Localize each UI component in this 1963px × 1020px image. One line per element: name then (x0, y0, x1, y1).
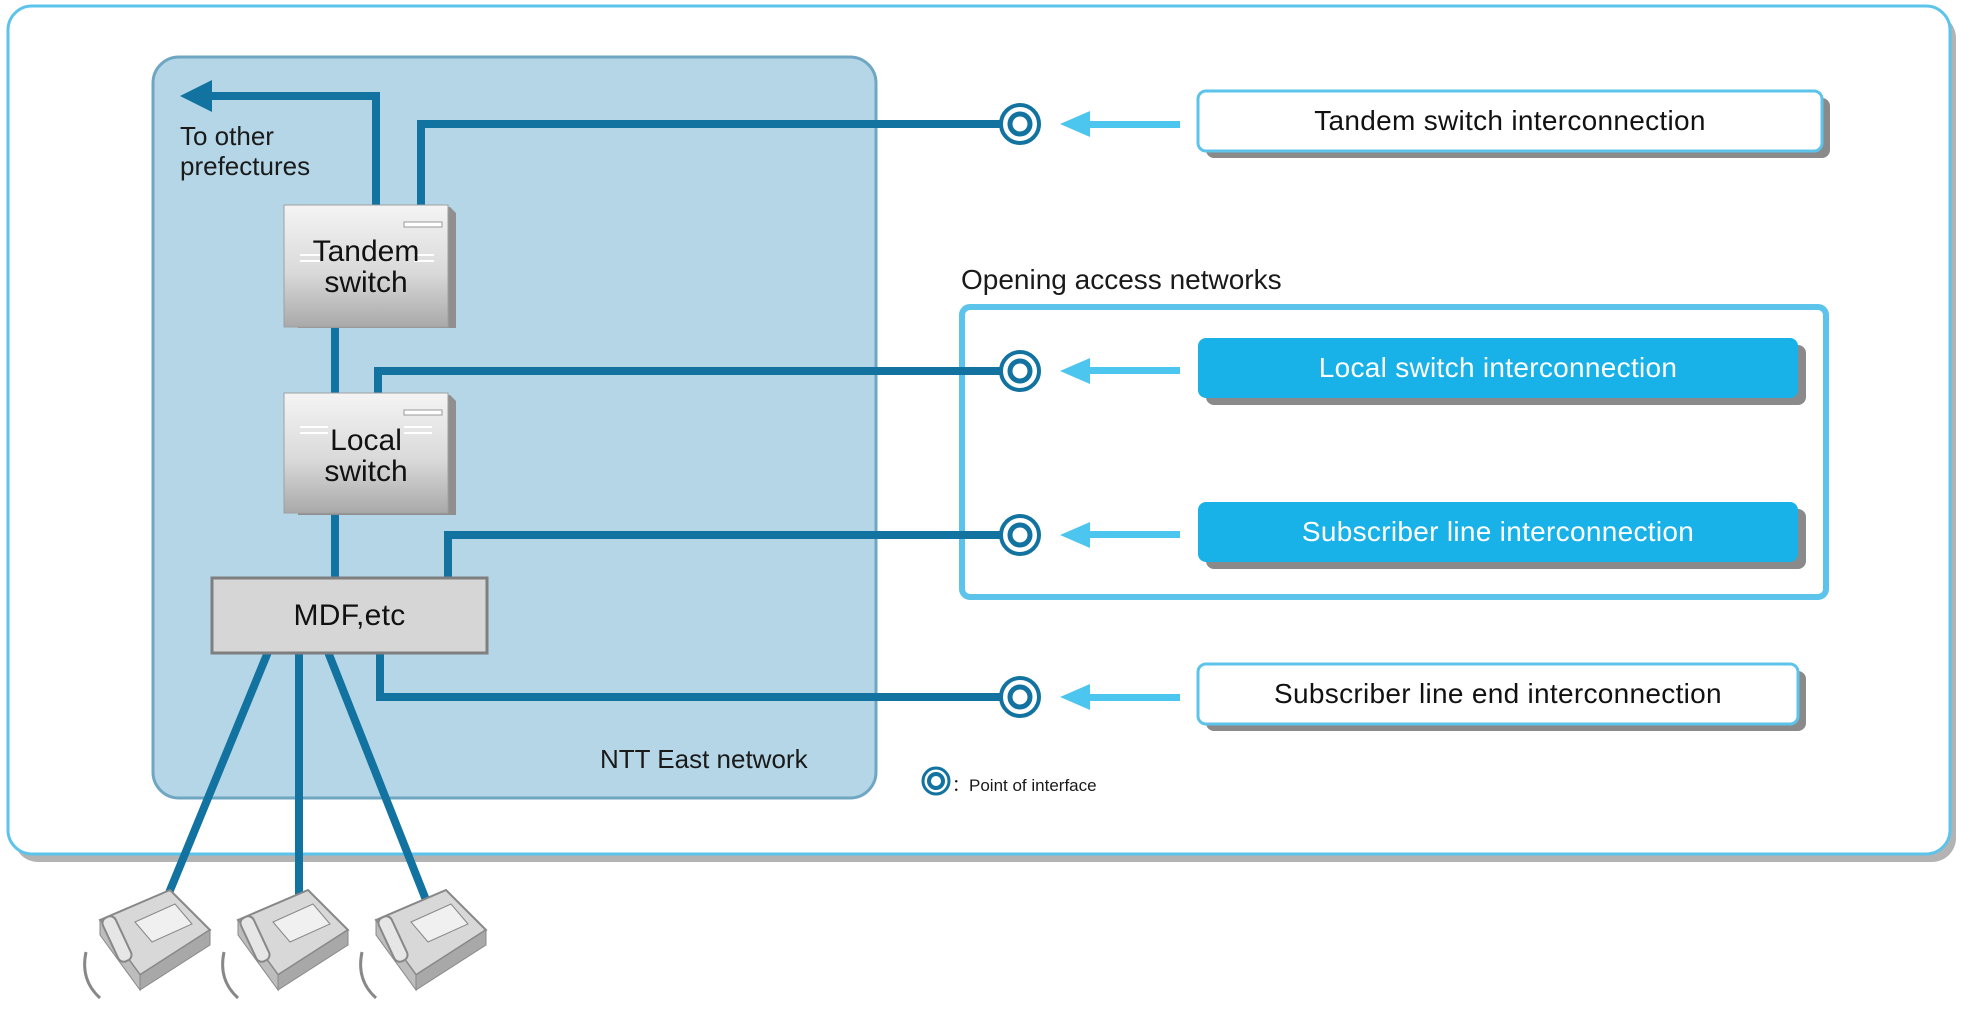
telephones (83, 888, 488, 1000)
to-other-prefectures-line (208, 92, 380, 205)
phone-line-3 (324, 650, 432, 907)
left-arrow-icon (1060, 522, 1180, 548)
legend-interface-icon (921, 766, 951, 796)
subscriber-end-interface-line (376, 652, 1000, 701)
opening-access-networks-label: Opening access networks (961, 264, 1282, 295)
tandem-interconnection-box (1196, 89, 1824, 153)
left-arrow-icon (1060, 358, 1180, 384)
subscriber-end-interconnection-box (1196, 662, 1800, 726)
tandem-interface-line (417, 120, 1000, 205)
interconnection-boxes (1196, 89, 1830, 731)
telephone-icon (359, 888, 488, 1000)
opening-access-networks-frame (959, 304, 1829, 600)
telephone-icon (221, 888, 350, 1000)
tandem-switch-label: Tandem switch (312, 235, 420, 299)
left-arrow-icon (1060, 111, 1180, 137)
mdf-box (210, 576, 489, 655)
local-interconnection-box (1198, 338, 1798, 398)
left-arrow-icon (1060, 684, 1180, 710)
ntt-east-network-label: NTT East network (600, 744, 808, 774)
telephone-icon (83, 888, 212, 1000)
phone-line-1 (160, 650, 272, 907)
subscriber-interconnection-label: Subscriber line interconnection (1301, 516, 1695, 547)
to-other-prefectures-label: To other prefectures (180, 121, 311, 181)
mdf-label: MDF,etc (293, 598, 406, 632)
tandem-switch-icon (283, 204, 456, 328)
subscriber-interconnection-box (1198, 502, 1798, 562)
subscriber-interface-line (444, 531, 1000, 578)
local-switch-label: Local switch (324, 424, 408, 488)
local-interconnection-label: Local switch interconnection (1318, 352, 1678, 383)
to-other-prefectures-arrowhead (180, 80, 212, 112)
tandem-interconnection-label: Tandem switch interconnection (1314, 105, 1706, 136)
local-switch-icon (283, 392, 456, 515)
interface-point-icon (999, 103, 1041, 145)
interface-points (999, 103, 1041, 718)
interface-point-icon (999, 514, 1041, 556)
subscriber-end-interconnection-label: Subscriber line end interconnection (1274, 678, 1722, 709)
network-lines (160, 92, 1000, 907)
interface-point-icon (999, 676, 1041, 718)
local-interface-line (374, 367, 1000, 393)
interface-point-icon (999, 350, 1041, 392)
legend-label: ：Point of interface (952, 776, 1097, 795)
connection-arrows (1060, 111, 1180, 710)
